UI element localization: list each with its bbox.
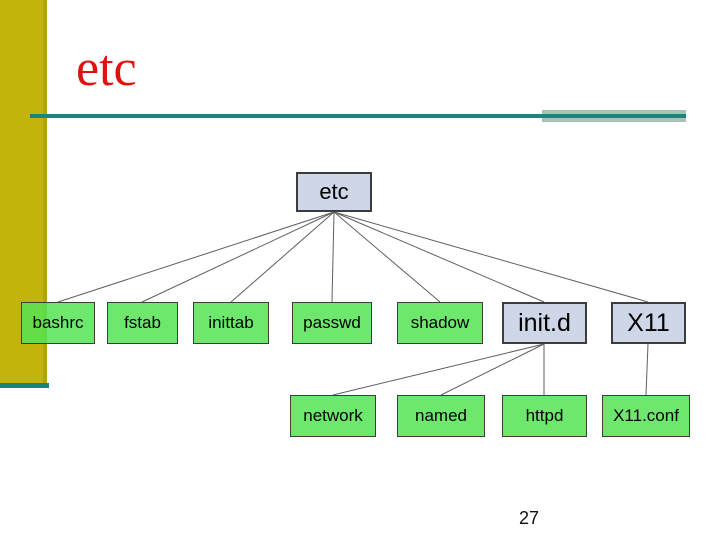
node-passwd: passwd xyxy=(292,302,372,344)
left-bar-footer-line xyxy=(0,383,49,388)
connector-etc-passwd xyxy=(331,211,335,303)
connector-x11-x11conf xyxy=(645,343,649,396)
page-number: 27 xyxy=(519,508,540,528)
connector-etc-inittab xyxy=(230,211,335,303)
connector-etc-bashrc xyxy=(57,211,335,303)
title-underline xyxy=(30,114,686,118)
node-x11: X11 xyxy=(611,302,686,344)
connector-etc-fstab xyxy=(141,211,335,303)
connector-etc-initd xyxy=(333,211,545,303)
node-etc: etc xyxy=(296,172,372,212)
connector-etc-x11 xyxy=(333,211,649,303)
node-shadow: shadow xyxy=(397,302,483,344)
node-inittab: inittab xyxy=(193,302,269,344)
node-httpd: httpd xyxy=(502,395,587,437)
node-named: named xyxy=(397,395,485,437)
node-fstab: fstab xyxy=(107,302,178,344)
connector-initd-named xyxy=(440,343,545,396)
node-network: network xyxy=(290,395,376,437)
connector-initd-network xyxy=(332,343,545,396)
node-initd: init.d xyxy=(502,302,587,344)
node-x11conf: X11.conf xyxy=(602,395,690,437)
slide-title: etc xyxy=(76,40,137,97)
node-bashrc: bashrc xyxy=(21,302,95,344)
connector-etc-shadow xyxy=(333,211,441,303)
